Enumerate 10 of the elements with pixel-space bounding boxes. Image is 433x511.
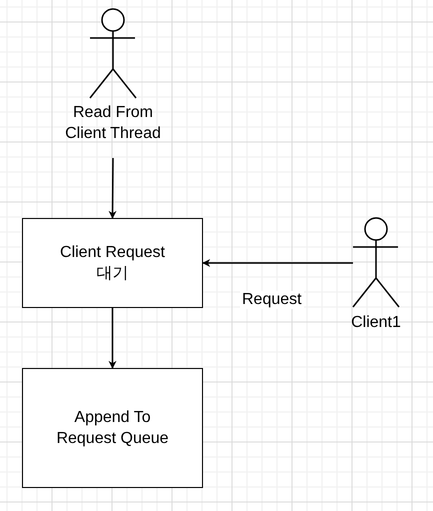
arrow: [108, 158, 117, 219]
actor-label: Read From Client Thread: [64, 103, 162, 144]
arrow: [202, 259, 353, 267]
process-box: [22, 368, 203, 488]
actor-label: Client1: [350, 313, 402, 333]
edge-label: Request: [240, 291, 304, 309]
process-box: [22, 218, 203, 308]
box-label: Client Request 대기: [59, 243, 166, 284]
arrow: [108, 308, 116, 369]
box-label: Append To Request Queue: [55, 408, 170, 449]
